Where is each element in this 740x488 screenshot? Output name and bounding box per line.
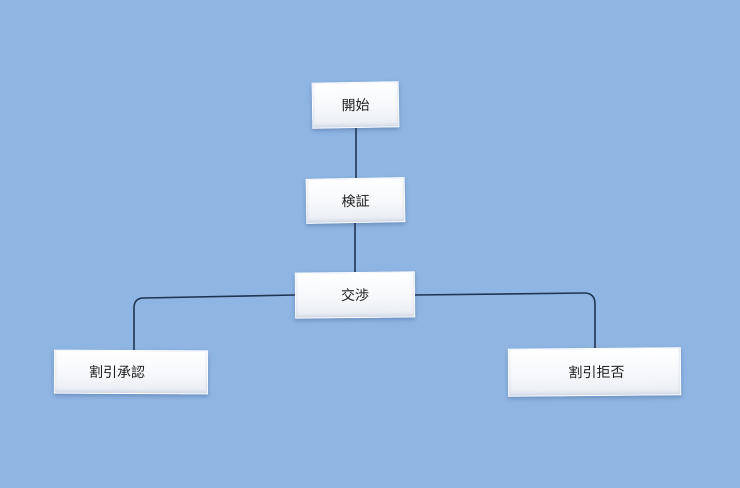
node-discount-reject: 割引拒否 xyxy=(507,347,682,397)
node-label: 交渉 xyxy=(340,287,370,305)
edge-negotiate-approve xyxy=(133,294,296,350)
node-label: 割引承認 xyxy=(88,364,146,382)
node-start: 開始 xyxy=(311,81,400,129)
node-discount-approve: 割引承認 xyxy=(53,349,209,395)
node-label: 開始 xyxy=(341,97,370,115)
node-label: 割引拒否 xyxy=(568,364,625,382)
node-negotiate: 交渉 xyxy=(294,271,416,319)
edge-negotiate-reject xyxy=(414,292,596,348)
node-label: 検証 xyxy=(341,193,370,210)
node-verify: 検証 xyxy=(305,177,406,224)
